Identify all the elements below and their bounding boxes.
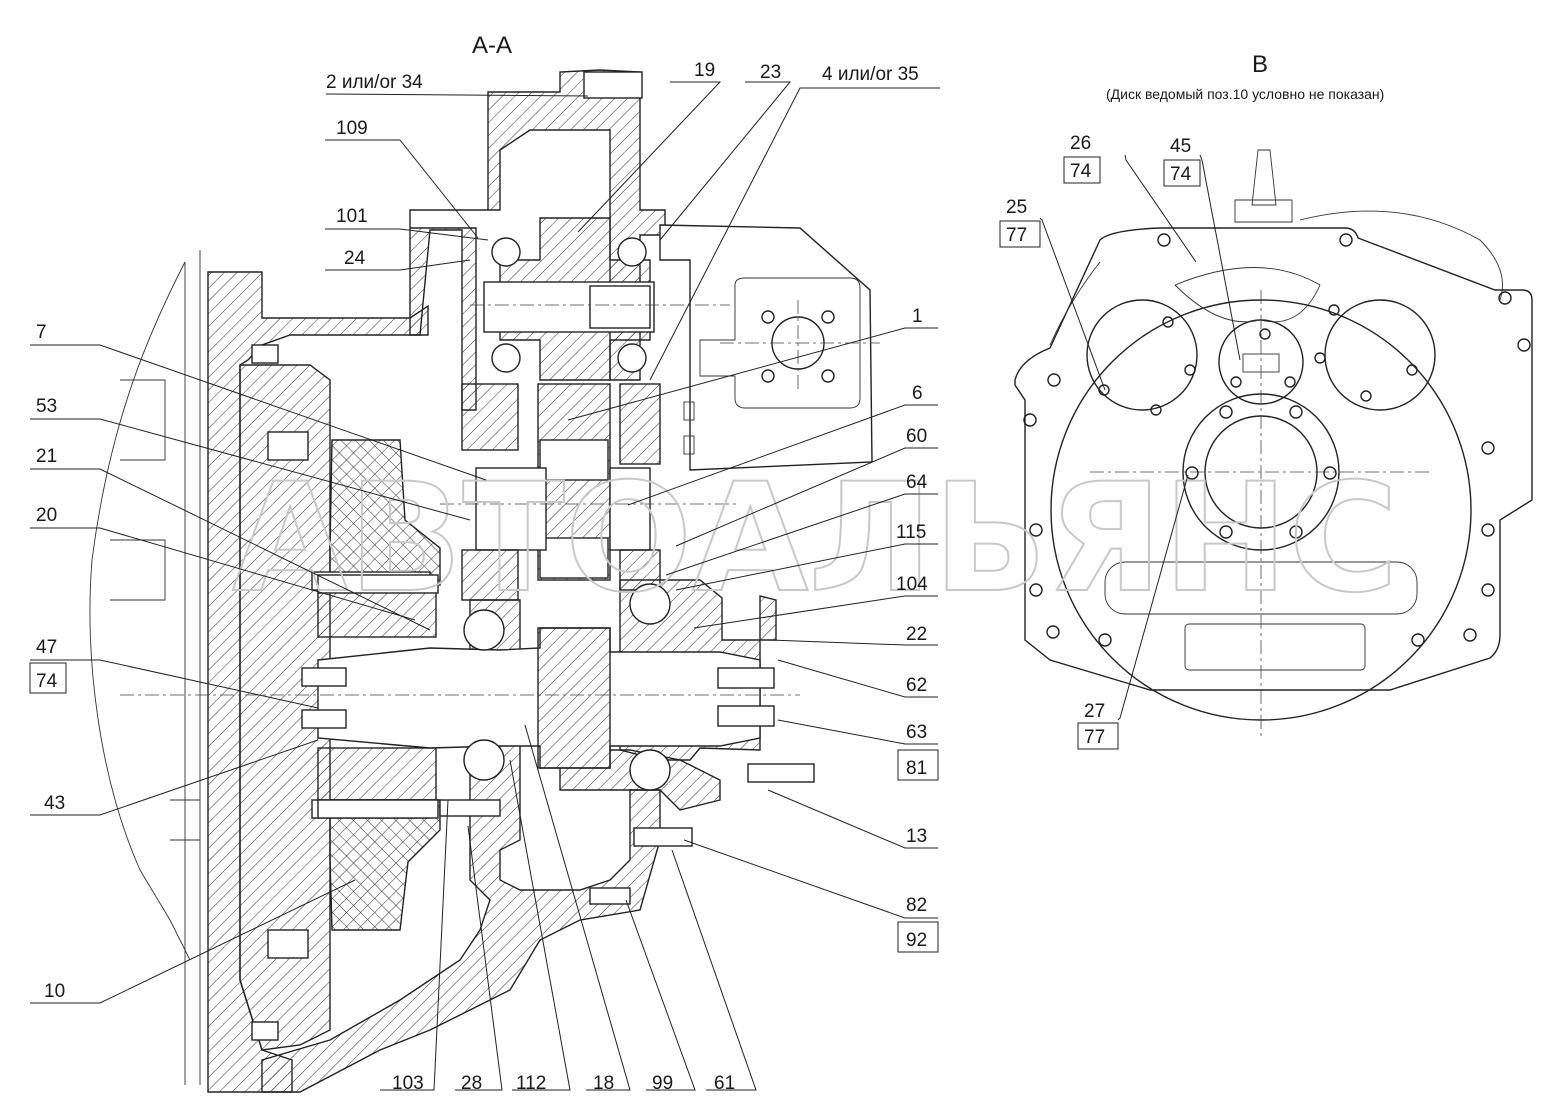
- callout-64: 64: [906, 472, 928, 493]
- flywheel-lower: [239, 364, 331, 1051]
- callout-21: 21: [36, 446, 57, 467]
- callout-7: 7: [36, 322, 47, 343]
- callout-112: 112: [516, 1073, 546, 1094]
- callout-19: 19: [694, 60, 715, 81]
- callout-1: 1: [912, 306, 923, 327]
- callout-92: 92: [906, 930, 927, 951]
- pump-body: [659, 224, 873, 471]
- callout-101: 101: [336, 206, 368, 227]
- watermark: АВТОАЛЬЯНС: [232, 452, 1398, 626]
- view-b: [1014, 149, 1533, 740]
- callout-22: 22: [906, 624, 927, 645]
- view-title: В: [1252, 51, 1268, 78]
- callout-82: 82: [906, 895, 927, 916]
- callout-61: 61: [714, 1073, 735, 1094]
- callout-26-74: 74: [1070, 161, 1092, 182]
- callout-25: 25: [1006, 197, 1027, 218]
- callout-28: 28: [461, 1073, 482, 1094]
- callout-10: 10: [44, 981, 65, 1002]
- callout-27-77: 77: [1084, 727, 1105, 748]
- callout-6: 6: [912, 383, 923, 404]
- callout-26: 26: [1070, 133, 1091, 154]
- callout-23: 23: [760, 62, 781, 83]
- callout-63: 63: [906, 722, 927, 743]
- section-aa: [89, 69, 880, 1093]
- callout-45: 45: [1170, 136, 1191, 157]
- transmission-housing: [409, 69, 666, 411]
- callout-24: 24: [344, 248, 366, 269]
- callout-20: 20: [36, 505, 57, 526]
- section-title: А-А: [472, 32, 512, 59]
- callout-62: 62: [906, 675, 927, 696]
- callout-74-left: 74: [36, 671, 58, 692]
- callout-109: 109: [336, 118, 368, 139]
- labels: А-А В (Диск ведомый поз.10 условно не по…: [29, 32, 1384, 1094]
- callout-53: 53: [36, 396, 57, 417]
- callout-13: 13: [906, 826, 927, 847]
- callout-99: 99: [652, 1073, 673, 1094]
- callout-103: 103: [392, 1073, 424, 1094]
- callout-25-77: 77: [1006, 225, 1027, 246]
- driven-disc: [329, 439, 441, 586]
- callout-47: 47: [36, 637, 57, 658]
- callout-27: 27: [1084, 701, 1105, 722]
- callout-60: 60: [906, 426, 927, 447]
- callout-4-or-35: 4 или/or 35: [822, 64, 919, 85]
- callout-18: 18: [593, 1073, 614, 1094]
- callout-81: 81: [906, 758, 927, 779]
- callout-2-or-34: 2 или/or 34: [326, 72, 423, 93]
- callout-45-74: 74: [1170, 164, 1192, 185]
- callout-115: 115: [896, 522, 926, 543]
- leader-lines: [30, 81, 1241, 1091]
- callout-43: 43: [44, 793, 65, 814]
- view-note: (Диск ведомый поз.10 условно не показан): [1106, 86, 1384, 102]
- callout-104: 104: [896, 574, 928, 595]
- mount-bolts: [1023, 233, 1531, 647]
- engine-outline: [89, 261, 191, 961]
